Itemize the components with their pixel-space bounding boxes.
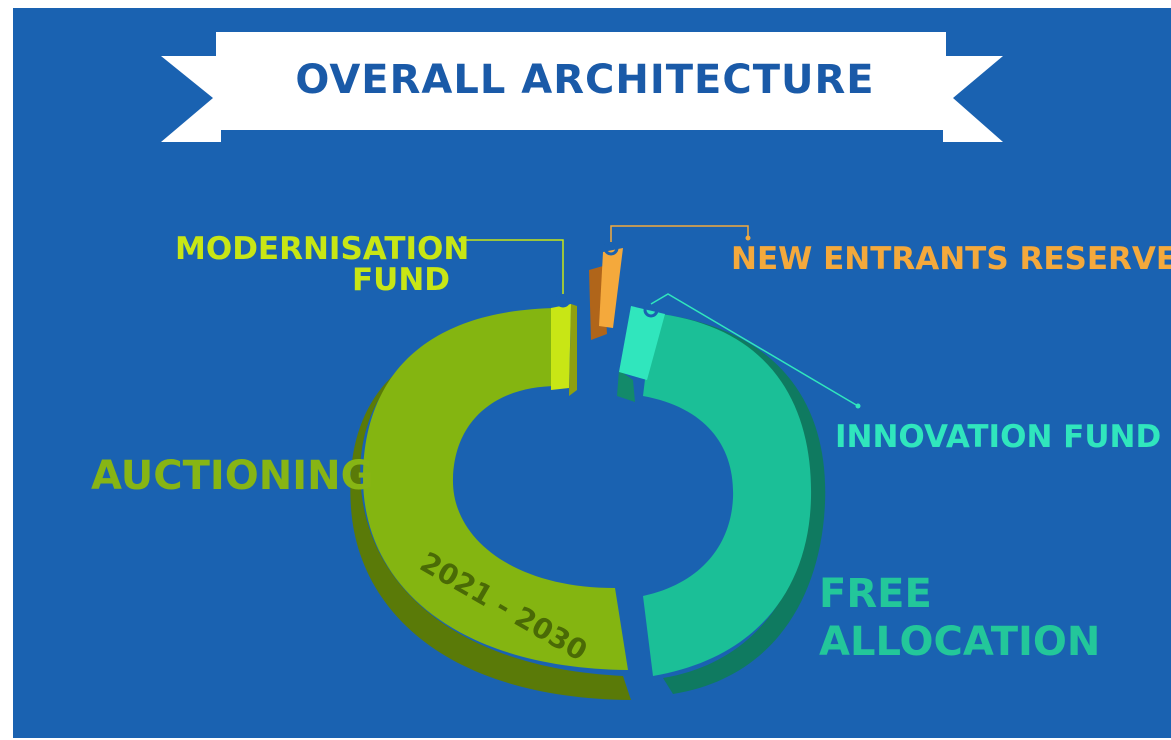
free-allocation-label: FREE ALLOCATION [819,570,1100,666]
modernisation-leader [461,239,564,294]
modernisation-label-line2: FUND [351,262,450,298]
modernisation-leader-dot [458,237,464,243]
free-allocation-label-line2: ALLOCATION [819,619,1101,665]
innovation-leader [650,293,859,407]
modernisation-side [569,304,577,396]
title-banner [161,32,1003,142]
modernisation-pin [555,292,571,308]
free-allocation-segment [643,313,826,694]
new-entrants-reserve-label: NEW ENTRANTS RESERVE [731,241,1171,277]
innovation-fund-label: INNOVATION FUND [835,419,1162,455]
modernisation-fund-label: MODERNISATION FUND [175,231,470,298]
page-title: OVERALL ARCHITECTURE [295,57,875,103]
banner-right-tail [943,56,1003,142]
diagram-canvas: 2021 - 2030 [161,32,1003,700]
banner-body [216,32,946,130]
innovation-side [617,370,635,402]
new-entrants-leader [610,225,749,242]
innovation-leader-dot [855,403,861,409]
new-entrants-leader-dot [745,235,751,241]
free-allocation-label-line1: FREE [819,571,932,617]
new-entrants-segment [589,240,623,340]
auctioning-face [363,308,628,670]
innovation-face [619,306,665,380]
free-allocation-face [643,313,812,676]
modernisation-label-line1: MODERNISATION [175,231,470,267]
banner-left-tail [161,56,221,142]
leader-lines [458,225,861,409]
modernisation-segment [551,292,577,396]
infographic-panel: 2021 - 2030 [13,8,1171,738]
new-entrants-face [599,248,623,328]
auctioning-segment: 2021 - 2030 [350,308,631,700]
modernisation-face [551,304,571,390]
auctioning-label: AUCTIONING [91,453,374,499]
